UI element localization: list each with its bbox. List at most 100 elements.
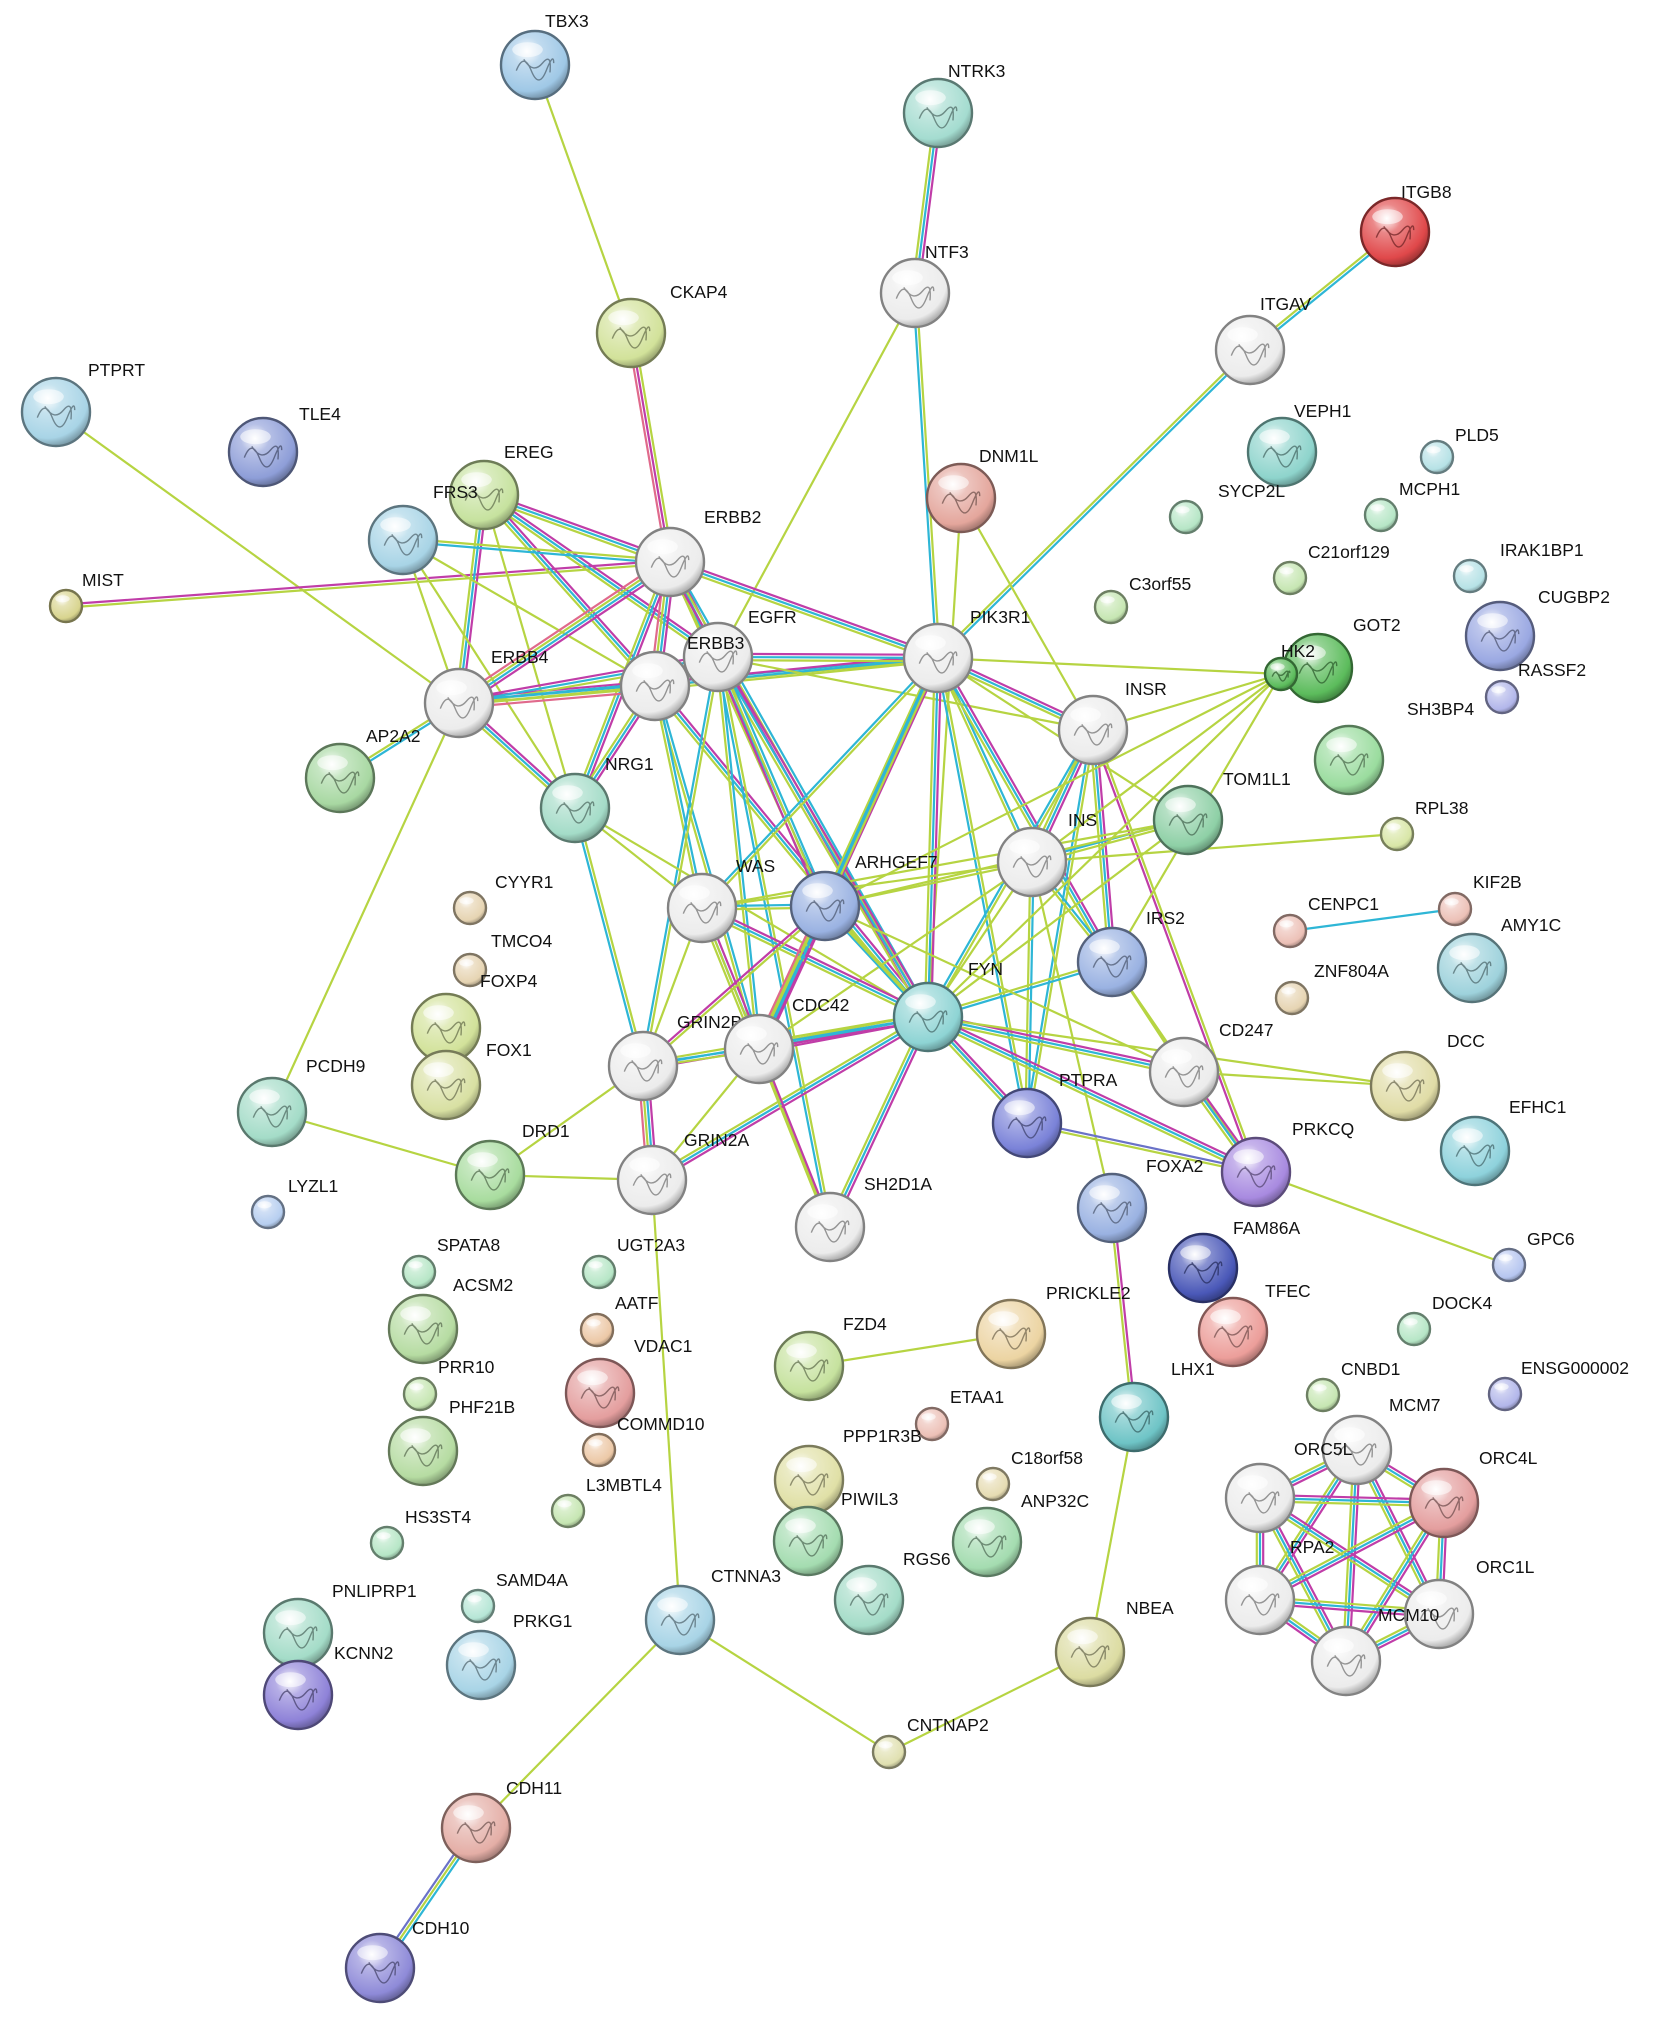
- node-rpa2[interactable]: RPA2: [1224, 1537, 1334, 1636]
- node-ereg[interactable]: EREG: [448, 442, 554, 531]
- node-foxp4[interactable]: FOXP4: [410, 971, 538, 1064]
- node-ball[interactable]: [581, 1432, 617, 1468]
- node-rpl38[interactable]: RPL38: [1379, 798, 1469, 852]
- node-amy1c[interactable]: AMY1C: [1436, 915, 1561, 1004]
- node-fyn[interactable]: FYN: [892, 959, 1003, 1053]
- node-ball[interactable]: [1436, 932, 1508, 1004]
- node-ball[interactable]: [773, 1330, 845, 1402]
- node-ball[interactable]: [262, 1659, 334, 1731]
- node-foxa2[interactable]: FOXA2: [1076, 1156, 1203, 1244]
- node-ball[interactable]: [1310, 1625, 1382, 1697]
- node-ins[interactable]: INS: [996, 810, 1097, 898]
- node-tbx3[interactable]: TBX3: [499, 11, 589, 101]
- node-ball[interactable]: [616, 1144, 688, 1216]
- node-fox1[interactable]: FOX1: [410, 1040, 532, 1121]
- node-ball[interactable]: [445, 1629, 517, 1701]
- node-ball[interactable]: [1224, 1462, 1296, 1534]
- node-ball[interactable]: [951, 1506, 1023, 1578]
- node-ball[interactable]: [227, 416, 299, 488]
- node-ball[interactable]: [250, 1194, 286, 1230]
- node-ball[interactable]: [1152, 784, 1224, 856]
- node-ball[interactable]: [871, 1734, 907, 1770]
- node-got2[interactable]: GOT2: [1282, 615, 1401, 704]
- node-spata8[interactable]: SPATA8: [401, 1235, 500, 1290]
- node-ball[interactable]: [369, 1525, 405, 1561]
- node-ball[interactable]: [1313, 724, 1385, 796]
- node-commd10[interactable]: COMMD10: [581, 1414, 705, 1468]
- node-ball[interactable]: [304, 742, 376, 814]
- node-acsm2[interactable]: ACSM2: [387, 1275, 513, 1365]
- node-ball[interactable]: [48, 588, 84, 624]
- node-erbb2[interactable]: ERBB2: [634, 507, 761, 598]
- node-samd4a[interactable]: SAMD4A: [460, 1570, 568, 1624]
- node-cenpc1[interactable]: CENPC1: [1272, 894, 1379, 949]
- node-kcnn2[interactable]: KCNN2: [262, 1643, 393, 1731]
- node-lyzl1[interactable]: LYZL1: [250, 1176, 338, 1230]
- node-ball[interactable]: [1369, 1050, 1441, 1122]
- node-ball[interactable]: [423, 667, 495, 739]
- node-piwil3[interactable]: PIWIL3: [772, 1489, 898, 1577]
- node-sh2d1a[interactable]: SH2D1A: [794, 1174, 932, 1263]
- node-ball[interactable]: [773, 1444, 845, 1516]
- node-cdh10[interactable]: CDH10: [344, 1918, 470, 2004]
- node-ball[interactable]: [1452, 558, 1488, 594]
- node-tmco4[interactable]: TMCO4: [452, 931, 553, 988]
- node-tfec[interactable]: TFEC: [1197, 1281, 1311, 1368]
- node-cnbd1[interactable]: CNBD1: [1305, 1359, 1400, 1413]
- node-dnm1l[interactable]: DNM1L: [925, 446, 1039, 534]
- node-vdac1[interactable]: VDAC1: [564, 1336, 692, 1429]
- node-prkg1[interactable]: PRKG1: [445, 1611, 572, 1701]
- node-ball[interactable]: [1098, 1381, 1170, 1453]
- node-ap2a2[interactable]: AP2A2: [304, 726, 420, 814]
- node-ball[interactable]: [1148, 1036, 1220, 1108]
- node-itgb8[interactable]: ITGB8: [1359, 182, 1452, 268]
- node-ball[interactable]: [1263, 656, 1299, 692]
- node-ball[interactable]: [772, 1505, 844, 1577]
- node-ball[interactable]: [579, 1312, 615, 1348]
- node-tom1l1[interactable]: TOM1L1: [1152, 769, 1291, 856]
- node-ball[interactable]: [723, 1013, 795, 1085]
- node-drd1[interactable]: DRD1: [454, 1121, 570, 1211]
- node-ball[interactable]: [1168, 499, 1204, 535]
- node-ball[interactable]: [1408, 1467, 1480, 1539]
- node-cdh11[interactable]: CDH11: [440, 1778, 562, 1864]
- node-znf804a[interactable]: ZNF804A: [1274, 961, 1389, 1016]
- node-ball[interactable]: [1274, 980, 1310, 1016]
- node-sh3bp4[interactable]: SH3BP4: [1313, 699, 1474, 796]
- node-pcdh9[interactable]: PCDH9: [236, 1056, 365, 1148]
- node-kif2b[interactable]: KIF2B: [1437, 872, 1522, 927]
- node-ball[interactable]: [879, 257, 951, 329]
- node-mcph1[interactable]: MCPH1: [1363, 479, 1460, 533]
- node-itgav[interactable]: ITGAV: [1214, 294, 1312, 386]
- node-phf21b[interactable]: PHF21B: [387, 1397, 515, 1487]
- node-cntnap2[interactable]: CNTNAP2: [871, 1715, 989, 1770]
- node-ball[interactable]: [902, 77, 974, 149]
- node-nrg1[interactable]: NRG1: [539, 754, 654, 844]
- node-cugbp2[interactable]: CUGBP2: [1464, 587, 1610, 672]
- node-erbb3[interactable]: ERBB3: [619, 633, 744, 722]
- node-was[interactable]: WAS: [666, 856, 775, 944]
- node-ugt2a3[interactable]: UGT2A3: [581, 1235, 685, 1290]
- node-ptprt[interactable]: PTPRT: [20, 360, 145, 448]
- node-ball[interactable]: [607, 1030, 679, 1102]
- node-ball[interactable]: [666, 872, 738, 944]
- node-ball[interactable]: [1220, 1136, 1292, 1208]
- node-gpc6[interactable]: GPC6: [1491, 1229, 1575, 1283]
- node-c21orf129[interactable]: C21orf129: [1272, 542, 1390, 596]
- node-dock4[interactable]: DOCK4: [1396, 1293, 1493, 1347]
- node-ball[interactable]: [1076, 926, 1148, 998]
- node-ball[interactable]: [387, 1293, 459, 1365]
- node-ball[interactable]: [499, 29, 571, 101]
- node-ball[interactable]: [460, 1588, 496, 1624]
- node-veph1[interactable]: VEPH1: [1246, 401, 1351, 488]
- node-ball[interactable]: [236, 1076, 308, 1148]
- node-mist[interactable]: MIST: [48, 570, 124, 624]
- node-ensg000002[interactable]: ENSG000002: [1487, 1358, 1629, 1412]
- node-etaa1[interactable]: ETAA1: [914, 1387, 1004, 1442]
- node-ball[interactable]: [1437, 891, 1473, 927]
- node-nbea[interactable]: NBEA: [1054, 1598, 1174, 1688]
- node-ball[interactable]: [387, 1415, 459, 1487]
- node-ball[interactable]: [410, 1049, 482, 1121]
- node-ntf3[interactable]: NTF3: [879, 242, 969, 329]
- node-pld5[interactable]: PLD5: [1419, 425, 1499, 475]
